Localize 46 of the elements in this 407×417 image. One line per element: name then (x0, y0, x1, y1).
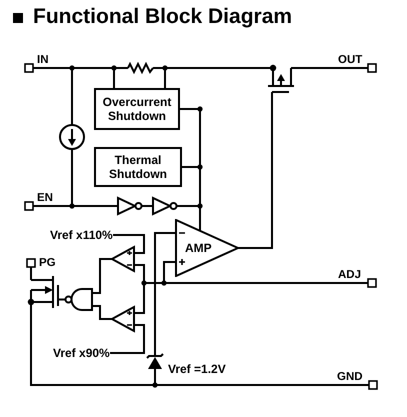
block-text: Overcurrent Shutdown (102, 95, 172, 123)
nand-gate-symbol (64, 288, 93, 311)
amplifier-triangle (175, 219, 239, 277)
pin-label: OUT (338, 54, 362, 66)
connector-line (30, 267, 32, 280)
inverter-symbol (152, 196, 178, 216)
inverter-symbol (117, 196, 142, 216)
connector-line (134, 282, 368, 314)
pin-terminal (368, 380, 378, 390)
transistor-symbol (267, 64, 295, 93)
connector-line (33, 205, 118, 207)
diagram-title: Functional Block Diagram (33, 5, 292, 29)
pin-label: GND (337, 371, 363, 383)
voltage-label: Vref x110% (50, 228, 113, 242)
voltage-label: Vref x90% (53, 346, 110, 360)
connector-line (238, 92, 273, 249)
pin-label: EN (37, 192, 53, 204)
connector-line (30, 302, 369, 386)
connector-line (110, 324, 145, 354)
pin-terminal (26, 258, 36, 268)
comparator-symbol (110, 305, 135, 333)
block-text: AMP (185, 241, 212, 255)
voltage-label: Vref =1.2V (168, 362, 226, 376)
pin-terminal (24, 63, 34, 73)
connector-line (92, 305, 112, 320)
connector-line (291, 67, 368, 69)
connector-line (176, 203, 203, 220)
comparator-symbol (110, 245, 135, 273)
pin-terminal (24, 201, 34, 211)
function-block (94, 147, 182, 187)
connector-line (113, 234, 145, 254)
function-block (94, 88, 180, 130)
pin-label: IN (37, 54, 48, 66)
pin-label: PG (39, 257, 56, 269)
block-text: Thermal Shutdown (108, 153, 168, 181)
pin-terminal (367, 63, 377, 73)
current-source-symbol (59, 124, 85, 150)
zener-diode-symbol (146, 353, 164, 369)
connector-line (154, 232, 176, 356)
pin-label: ADJ (338, 269, 362, 281)
transistor-symbol (28, 275, 59, 309)
resistor-symbol (127, 62, 154, 74)
connector-line (142, 205, 153, 207)
pin-terminal (367, 278, 377, 288)
connector-line (92, 258, 112, 294)
connector-line (153, 67, 273, 69)
